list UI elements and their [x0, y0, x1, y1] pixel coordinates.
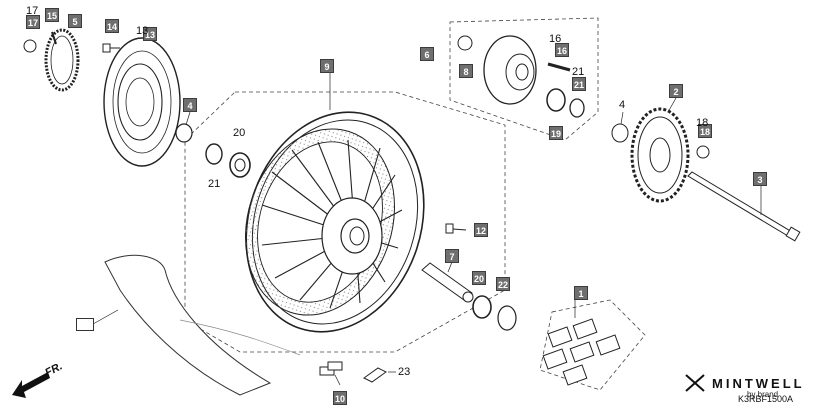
callout-13[interactable]: 13: [143, 27, 157, 41]
damper-rubbers: [542, 318, 621, 386]
bearing-19: [546, 88, 566, 112]
rear-wheel: [244, 111, 425, 333]
label-18: 18: [696, 117, 709, 129]
o-ring-22: [497, 305, 517, 331]
callout-10[interactable]: 10: [333, 391, 347, 405]
brake-disc: [103, 37, 181, 167]
oil-seal-21: [205, 143, 223, 165]
callout-3[interactable]: 3: [753, 172, 767, 186]
stud-16: [547, 62, 571, 72]
brand-name: MINTWELL: [712, 375, 805, 391]
callout-1[interactable]: 1: [574, 286, 588, 300]
bearing-20-right: [472, 295, 492, 319]
callout-15[interactable]: 15: [45, 8, 59, 22]
callout-12[interactable]: 12: [474, 223, 488, 237]
label-13: 13: [136, 25, 149, 37]
collar-4-right: [611, 123, 629, 143]
wheel-group-frame: [184, 91, 506, 353]
distance-collar-7: [421, 262, 474, 303]
callout-6[interactable]: 6: [420, 47, 434, 61]
callout-14[interactable]: 14: [105, 19, 119, 33]
bolt-14: [102, 43, 120, 53]
tire-outline: [104, 254, 272, 396]
clip-23: [363, 367, 387, 383]
callout-5[interactable]: 5: [68, 14, 82, 28]
label-20-left: 20: [233, 127, 246, 139]
nut-17: [23, 39, 37, 53]
callout-22[interactable]: 22: [496, 277, 510, 291]
valve-clip-10: [319, 361, 343, 376]
callout-9[interactable]: 9: [320, 59, 334, 73]
oil-seal-21b: [569, 98, 585, 118]
front-direction-arrow: [12, 372, 50, 398]
nut-18: [696, 145, 710, 159]
callout-20[interactable]: 20: [472, 271, 486, 285]
hub-group-frame: [449, 17, 599, 141]
rear-axle: [687, 171, 801, 242]
driven-sprocket: [630, 107, 690, 203]
callout-17[interactable]: 17: [26, 15, 40, 29]
callout-16[interactable]: 16: [555, 43, 569, 57]
bolt-12: [445, 223, 467, 234]
collar-6: [457, 35, 473, 51]
callout-18[interactable]: 18: [698, 124, 712, 138]
callout-8[interactable]: 8: [459, 64, 473, 78]
brand-mark-icon: [685, 374, 705, 392]
callout-4[interactable]: 4: [183, 98, 197, 112]
callout-2[interactable]: 2: [669, 84, 683, 98]
pulser-ring: [44, 28, 80, 92]
callout-7[interactable]: 7: [445, 249, 459, 263]
label-21-left: 21: [208, 178, 221, 190]
collar-4: [175, 123, 193, 143]
label-23: 23: [398, 366, 411, 378]
final-driven-flange: [483, 35, 537, 105]
brand-logo: MINTWELL: [684, 372, 805, 394]
label-17: 17: [26, 5, 39, 17]
damper-group-frame: [539, 299, 646, 391]
label-21-right: 21: [572, 66, 585, 78]
label-16: 16: [549, 33, 562, 45]
label-4-right: 4: [619, 99, 626, 111]
bearing-20: [229, 152, 251, 178]
callout-blank-tire[interactable]: [76, 318, 94, 331]
callout-21[interactable]: 21: [572, 77, 586, 91]
brand-subtitle: by brand: [747, 390, 779, 399]
bolt-15: [51, 31, 57, 45]
callout-19[interactable]: 19: [549, 126, 563, 140]
diagram-code: K3RBF1500A: [738, 394, 794, 404]
